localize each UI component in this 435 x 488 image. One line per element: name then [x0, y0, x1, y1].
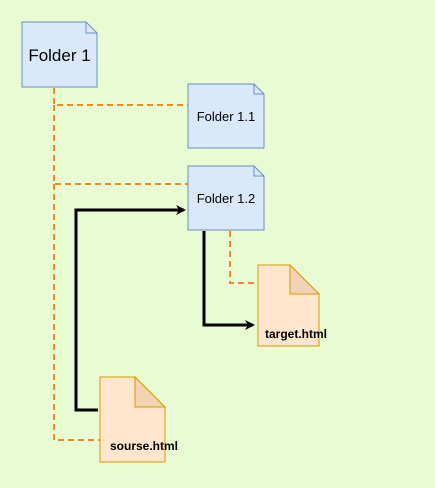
folder-1-corner	[85, 22, 97, 34]
folder-1-node[interactable]: Folder 1	[21, 21, 98, 88]
folder-1-2-shape	[187, 165, 265, 231]
arrow-folder1-2-to-target	[202, 231, 255, 330]
folder-1-shape	[21, 21, 98, 88]
connector-folder1-to-folder1-1	[53, 88, 188, 106]
folder-1-2-label: Folder 1.2	[197, 191, 256, 206]
connector-folder1-to-source	[53, 184, 100, 441]
folder-1-1-shape	[187, 83, 265, 149]
reference-arrows	[74, 205, 255, 412]
folder-1-1-node[interactable]: Folder 1.1	[187, 83, 265, 149]
source-file-node[interactable]: sourse.html	[99, 375, 178, 463]
source-file-fold	[134, 375, 167, 408]
folder-1-1-label: Folder 1.1	[197, 109, 256, 124]
target-file-node[interactable]: target.html	[257, 263, 327, 347]
folder-1-2-corner	[253, 166, 264, 177]
folder-1-2-node[interactable]: Folder 1.2	[187, 165, 265, 231]
connector-folder1-2-to-target	[229, 231, 258, 284]
target-file-fold	[289, 263, 321, 295]
source-file-label: sourse.html	[110, 439, 178, 453]
target-file-label: target.html	[265, 327, 327, 341]
folder-1-label: Folder 1	[28, 46, 90, 65]
folder-1-1-corner	[253, 84, 264, 95]
tree-connectors	[53, 88, 258, 441]
arrow-source-to-folder1-2	[74, 205, 186, 412]
